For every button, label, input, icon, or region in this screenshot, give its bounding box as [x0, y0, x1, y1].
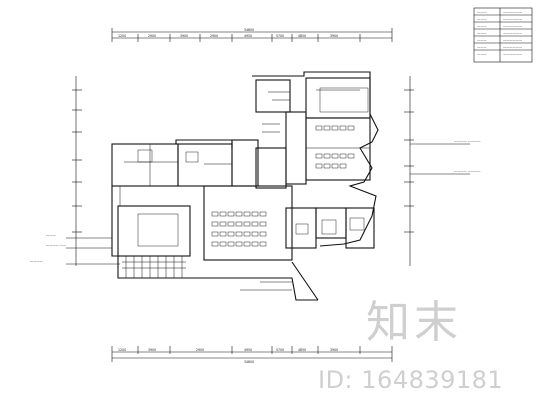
top-dimension-label: 5700 [276, 34, 284, 38]
furniture [137, 87, 369, 247]
bottom-dimension-total: 34800 [244, 360, 254, 364]
legend-text-group: ————————————————————————————————————————… [477, 10, 523, 56]
legend-table [473, 7, 533, 63]
legend-value: —————— [503, 38, 523, 42]
right-dimension-chain [404, 76, 414, 266]
top-dimension-total: 34800 [244, 28, 254, 32]
watermark-logo: 知末 [366, 297, 462, 348]
legend-value: —————— [503, 24, 523, 28]
bottom-dimension-label: 3900 [330, 348, 338, 352]
legend-value: —————— [503, 31, 523, 35]
legend-key: ——— [477, 10, 487, 14]
legend-value: —————— [503, 17, 523, 21]
bottom-dimension-label: 2900 [196, 348, 204, 352]
left-dimension-chain [72, 76, 82, 266]
top-dimension-label: 2900 [148, 34, 156, 38]
dimension-text-group: 1200 2900 3900 2900 4950 5700 4850 3900 34800 120… [118, 28, 338, 364]
top-dimension-chain [111, 28, 393, 42]
callout-label: ———— ———— [454, 139, 481, 143]
bottom-dimension-label: 5700 [276, 348, 284, 352]
bottom-dimension-label: 4950 [244, 348, 252, 352]
top-dimension-label: 3900 [330, 34, 338, 38]
top-dimension-label: 3900 [180, 34, 188, 38]
watermark-id: ID: 164839181 [318, 366, 504, 394]
legend-key: ——— [477, 38, 487, 42]
legend-key: ——— [477, 17, 487, 21]
legend-value: —————— [503, 52, 523, 56]
legend-key: ——— [477, 52, 487, 56]
bottom-dimension-chain [111, 346, 393, 362]
interior-partitions [119, 89, 370, 278]
callout-label: ——— [46, 233, 56, 237]
top-dimension-label: 1200 [118, 34, 126, 38]
legend-value: —————— [503, 10, 523, 14]
legend-value: —————— [503, 45, 523, 49]
legend-key: ——— [477, 24, 487, 28]
callout-label: ———— [30, 259, 44, 263]
callout-label: ———— ———— [454, 169, 481, 173]
legend-key: ——— [477, 45, 487, 49]
callout-text-group: ———— ———— ———— ———— ——— ———— —— ———— [30, 139, 481, 263]
callout-label: ———— —— [46, 243, 67, 247]
top-dimension-label: 4950 [244, 34, 252, 38]
legend-key: ——— [477, 31, 487, 35]
top-dimension-label: 2900 [210, 34, 218, 38]
bottom-dimension-label: 1200 [118, 348, 126, 352]
building-walls [111, 71, 379, 301]
bottom-dimension-label: 3900 [148, 348, 156, 352]
callout-leaders [66, 143, 470, 291]
top-dimension-label: 4850 [298, 34, 306, 38]
bottom-dimension-label: 4850 [298, 348, 306, 352]
